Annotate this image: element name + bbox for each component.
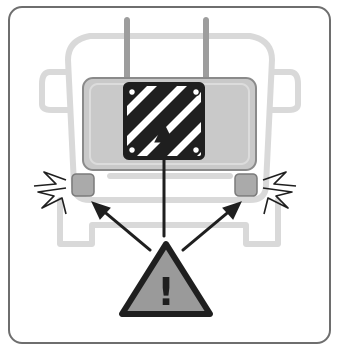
triangle-symbol: ! xyxy=(157,270,174,314)
arrow-to-left-lamp-head xyxy=(92,202,110,219)
plate-bolt-bottom-right xyxy=(193,147,200,154)
hazard-warning-triangle-icon: ! xyxy=(122,244,210,314)
right-mirror-outline xyxy=(272,72,298,110)
left-mirror-outline xyxy=(42,72,68,110)
plate-bolt-top-left xyxy=(129,89,136,96)
plate-bolt-bottom-left xyxy=(129,147,136,154)
left-flashing-lamp-icon xyxy=(34,172,94,214)
van-lower-outline xyxy=(60,200,278,244)
plate-bolt-top-right xyxy=(193,89,200,96)
arrow-to-left-lamp xyxy=(101,209,150,250)
arrow-to-right-lamp-head xyxy=(223,202,241,219)
ladder-rails xyxy=(127,20,206,84)
left-lamp-flash-1 xyxy=(34,172,66,186)
arrow-to-right-lamp xyxy=(183,209,232,250)
